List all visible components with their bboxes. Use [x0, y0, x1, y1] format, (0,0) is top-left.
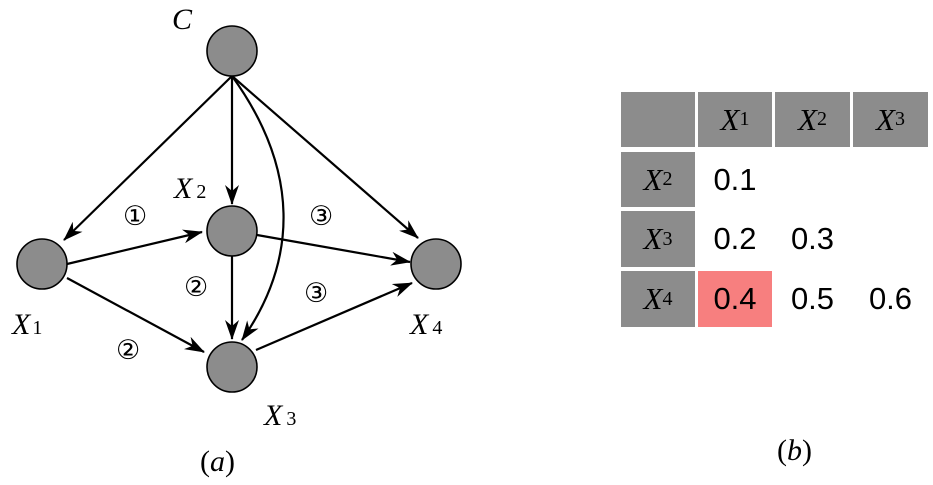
- table-cell-r3-c1-highlighted: 0.4: [698, 271, 772, 327]
- edge-c-x3: [231, 75, 285, 341]
- table-cell-r1-c1: 0.1: [713, 161, 757, 197]
- edge-x3-x4: [255, 281, 413, 352]
- table-cell-r1-c3: [853, 152, 928, 207]
- node-c: [206, 25, 258, 77]
- table-cell-r3-c3: 0.6: [868, 281, 913, 316]
- edge-c-x1: [63, 75, 233, 241]
- edge-x2-x4: [256, 233, 411, 266]
- edge-label-x1-x3: ②: [116, 335, 140, 366]
- edge-label-x3-x4: ③: [304, 278, 328, 309]
- edge-x1-x2: [66, 229, 203, 266]
- table-cell-r3-c2: 0.5: [790, 281, 835, 316]
- edge-x1-x3: [66, 277, 205, 353]
- table-cell-r2-c2: 0.3: [790, 221, 835, 256]
- table-corner-cell: [621, 92, 695, 147]
- node-x2: [206, 205, 258, 257]
- node-x1: [16, 238, 68, 290]
- node-x4: [410, 238, 462, 290]
- caption-a: (a): [200, 445, 235, 478]
- edge-label-x2-x3: ②: [184, 272, 208, 303]
- table-cell-r2-c1: 0.2: [713, 221, 757, 256]
- edge-label-x2-x4: ③: [309, 201, 333, 232]
- edge-label-x1-x2: ①: [123, 201, 147, 232]
- edge-c-x4: [231, 75, 419, 239]
- label-c: C: [172, 3, 193, 36]
- node-x3: [206, 341, 258, 393]
- caption-b: (b): [777, 434, 812, 467]
- table-cell-r2-c3: [853, 211, 928, 267]
- table-cell-r1-c2: [775, 152, 850, 207]
